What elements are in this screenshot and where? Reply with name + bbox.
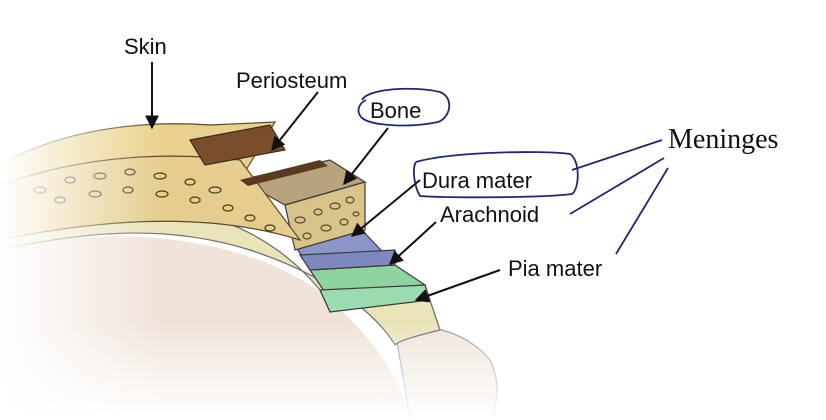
handwritten-annotations xyxy=(357,87,669,255)
pia-mater-arrow xyxy=(414,269,501,303)
bone-arrow xyxy=(343,127,389,186)
meninges-line-2 xyxy=(569,157,665,215)
bone-circle xyxy=(357,87,451,127)
pia-mater-label: Pia mater xyxy=(508,256,602,281)
meninges-label: Meninges xyxy=(668,124,778,155)
label-arrows xyxy=(145,62,501,303)
arachnoid-label: Arachnoid xyxy=(440,202,539,227)
meninges-line-3 xyxy=(615,167,669,255)
periosteum-label: Periosteum xyxy=(236,68,347,93)
arachnoid-arrow xyxy=(388,221,437,265)
dura-mater-label: Dura mater xyxy=(422,168,532,193)
meninges-line-1 xyxy=(571,139,663,171)
fade-overlay-bottom xyxy=(0,200,500,420)
periosteum-arrow xyxy=(271,91,319,152)
skin-label: Skin xyxy=(124,34,167,59)
bone-label: Bone xyxy=(370,98,421,123)
dura-mater-arrow xyxy=(350,179,421,237)
dura-mater-box xyxy=(413,151,579,199)
